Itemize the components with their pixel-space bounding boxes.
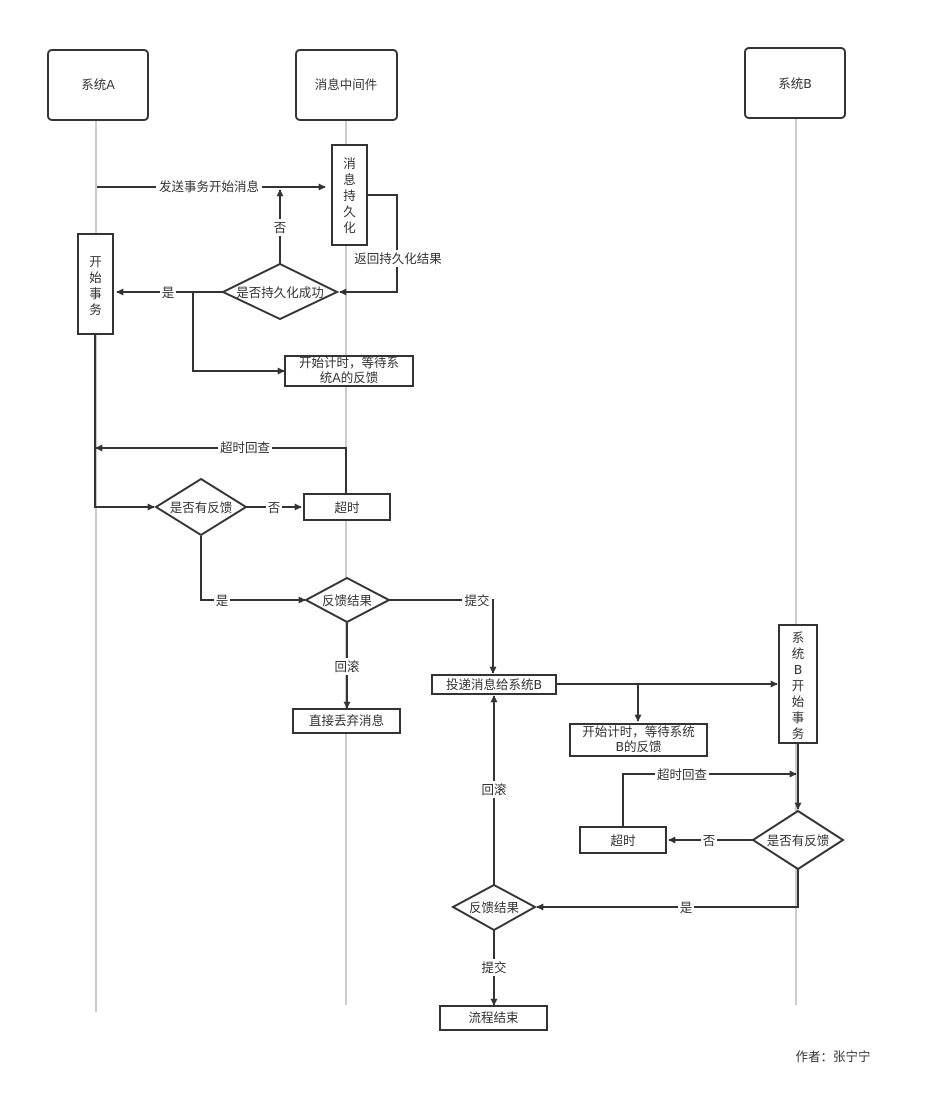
node-start-tx-b-char: 务 [792,726,805,741]
node-start-tx-b-char: 系 [792,630,805,645]
edge-label-no-persist: 否 [274,220,287,235]
node-wait-a: 开始计时，等待系 统A的反馈 [284,355,414,387]
node-persist-char: 持 [343,188,356,203]
node-persist-ok-decision: 是否持久化成功 [220,262,340,321]
edge-label-commit-a: 提交 [464,593,489,608]
node-persist-char: 消 [343,156,356,171]
node-wait-b: 开始计时，等待系统 B的反馈 [569,723,708,757]
edge-label-no-feedback-b: 否 [703,833,716,848]
node-end: 流程结束 [439,1005,548,1031]
edge-yes-feedback-a [200,536,306,604]
node-persist-char: 久 [343,204,356,219]
node-deliver-b-label: 投递消息给系统B [446,677,542,692]
node-timeout-a-label: 超时 [334,500,360,515]
actor-middleware: 消息中间件 [295,49,398,121]
edge-tx-a-to-decision [94,335,155,511]
edge-label-timeout-query-a: 超时回查 [220,440,271,455]
edge-label-return-persist-result: 返回持久化结果 [354,251,442,266]
node-start-tx-a-char: 务 [89,302,102,317]
node-has-feedback-a: 是否有反馈 [154,477,248,537]
edge-yes-feedback-b [536,869,799,911]
node-timeout-a: 超时 [303,493,391,521]
actor-system-b-label: 系统B [778,76,812,91]
node-wait-a-line: 开始计时，等待系 [299,355,399,370]
node-wait-b-line: 开始计时，等待系统 [582,724,695,739]
edge-label-send-start: 发送事务开始消息 [159,179,259,194]
edge-commit-a [389,599,497,674]
node-wait-b-line: B的反馈 [615,739,661,754]
node-end-label: 流程结束 [468,1010,519,1025]
node-start-tx-a: 开 始 事 务 [77,233,114,335]
node-start-tx-a-char: 始 [89,270,102,285]
node-discard-label: 直接丢弃消息 [309,713,384,728]
actor-system-b: 系统B [744,47,846,119]
edge-label-yes-persist: 是 [162,285,175,300]
node-persist-ok-label: 是否持久化成功 [236,285,324,300]
node-feedback-result-a: 反馈结果 [303,576,392,624]
edge-label-commit-b: 提交 [481,960,506,975]
edge-label-timeout-query-b: 超时回查 [657,767,708,782]
edge-timeout-query-b [622,770,797,827]
node-has-feedback-a-label: 是否有反馈 [170,500,233,515]
actor-middleware-label: 消息中间件 [315,77,378,92]
node-wait-a-line: 统A的反馈 [320,370,379,385]
node-feedback-result-b-label: 反馈结果 [469,900,520,915]
node-start-tx-b-char: 事 [792,710,805,725]
node-persist: 消 息 持 久 化 [331,144,368,246]
node-persist-char: 息 [343,172,356,187]
edge-label-yes-feedback-a: 是 [216,593,229,608]
author-note: 作者：张宁宁 [795,1049,870,1064]
edge-label-no-feedback-a: 否 [268,500,281,515]
node-persist-char: 化 [343,220,356,235]
node-start-tx-a-char: 开 [89,254,102,269]
edge-start-timer-a [192,292,285,375]
node-timeout-b-label: 超时 [610,833,636,848]
node-start-tx-a-char: 事 [89,286,102,301]
edge-label-rollback-a: 回滚 [334,659,360,674]
edge-return-persist-result [339,194,398,296]
edge-label-yes-feedback-b: 是 [680,900,693,915]
node-start-tx-b-char: B [794,662,803,677]
node-has-feedback-b: 是否有反馈 [751,809,845,871]
node-discard: 直接丢弃消息 [292,708,401,734]
node-timeout-b: 超时 [579,826,667,854]
actor-system-a-label: 系统A [81,77,115,92]
node-deliver-b: 投递消息给系统B [431,674,557,695]
node-start-tx-b-char: 统 [792,646,805,661]
node-start-tx-b: 系 统 B 开 始 事 务 [778,624,818,744]
node-feedback-result-b: 反馈结果 [450,883,538,932]
edge-label-rollback-b: 回滚 [481,782,507,797]
node-feedback-result-a-label: 反馈结果 [322,593,373,608]
node-start-tx-b-char: 始 [792,694,805,709]
node-start-tx-b-char: 开 [792,678,805,693]
node-has-feedback-b-label: 是否有反馈 [767,833,830,848]
actor-system-a: 系统A [47,49,149,121]
edge-timeout-query-a [95,444,347,493]
